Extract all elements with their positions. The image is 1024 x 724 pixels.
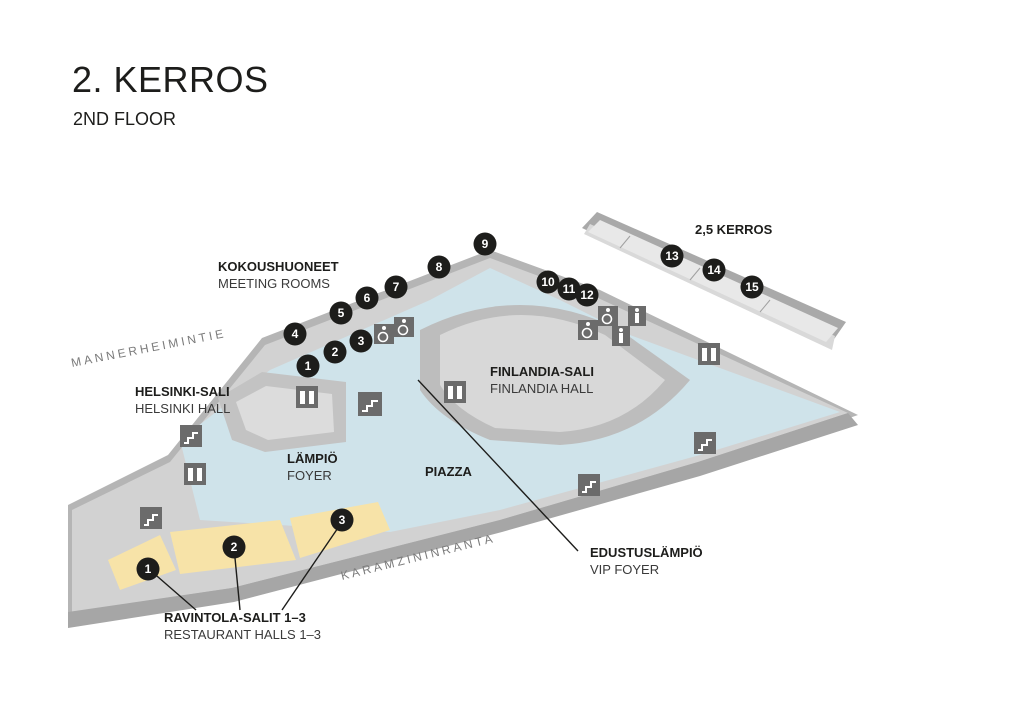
wheelchair-icon <box>394 317 414 337</box>
stairs-icon <box>694 432 716 454</box>
meeting-rooms-label-fi: KOKOUSHUONEET <box>218 259 339 274</box>
meeting-room-badge-number: 9 <box>482 237 489 251</box>
restaurant-hall-badge-3: 3 <box>330 508 354 532</box>
restaurant-hall-badge-1: 1 <box>136 557 160 581</box>
finlandia-hall-label-en: FINLANDIA HALL <box>490 381 593 396</box>
vip-foyer-leader <box>417 379 579 552</box>
meeting-room-badge-15: 15 <box>740 275 764 299</box>
meeting-room-badge-number: 5 <box>338 306 345 320</box>
meeting-room-badge-5: 5 <box>329 301 353 325</box>
vip-foyer-label-en: VIP FOYER <box>590 562 659 577</box>
meeting-room-badge-2: 2 <box>323 340 347 364</box>
meeting-room-badge-number: 4 <box>292 327 299 341</box>
front-facade <box>68 413 858 628</box>
meeting-room-badge-number: 8 <box>436 260 443 274</box>
helsinki-hall-label-fi: HELSINKI-SALI <box>135 384 230 399</box>
meeting-room-badge-7: 7 <box>384 275 408 299</box>
restaurant-halls-label-en: RESTAURANT HALLS 1–3 <box>164 627 321 642</box>
restroom-icon <box>628 306 646 326</box>
restaurant-halls-label-fi: RAVINTOLA-SALIT 1–3 <box>164 610 306 625</box>
meeting-room-badge-number: 12 <box>580 288 594 302</box>
elevator-icon <box>296 386 318 408</box>
vip-foyer-label-fi: EDUSTUSLÄMPIÖ <box>590 545 703 560</box>
elevator-icon <box>444 381 466 403</box>
restaurant-hall-badge-number: 2 <box>231 540 238 554</box>
meeting-room-badge-number: 3 <box>358 334 365 348</box>
restaurant-hall-badge-number: 1 <box>145 562 152 576</box>
street-mannerheimintie: MANNERHEIMINTIE <box>70 326 227 370</box>
meeting-room-badge-4: 4 <box>283 322 307 346</box>
page-subtitle: 2ND FLOOR <box>73 109 177 129</box>
foyer-label-en: FOYER <box>287 468 332 483</box>
page-title: 2. KERROS <box>72 59 269 100</box>
elevator-icon <box>184 463 206 485</box>
stairs-icon <box>180 425 202 447</box>
restaurant-hall-badge-number: 3 <box>339 513 346 527</box>
mezzanine-label: 2,5 KERROS <box>695 222 773 237</box>
meeting-room-badge-number: 6 <box>364 291 371 305</box>
wheelchair-icon <box>374 324 394 344</box>
meeting-room-badge-11: 11 <box>557 277 581 301</box>
meeting-room-badge-8: 8 <box>427 255 451 279</box>
meeting-room-badge-1: 1 <box>296 354 320 378</box>
wheelchair-icon <box>598 306 618 326</box>
meeting-room-badge-number: 1 <box>305 359 312 373</box>
meeting-room-badge-12: 12 <box>575 283 599 307</box>
restaurant-hall-badge-2: 2 <box>222 535 246 559</box>
stairs-icon <box>578 474 600 496</box>
elevator-icon <box>698 343 720 365</box>
restaurant-leader-2 <box>234 557 241 611</box>
meeting-room-badge-number: 13 <box>665 249 679 263</box>
restaurant-leader-1 <box>149 569 197 611</box>
meeting-room-badge-6: 6 <box>355 286 379 310</box>
piazza-label: PIAZZA <box>425 464 473 479</box>
restaurant-hall-badges: 1 2 3 <box>136 508 354 581</box>
finlandia-hall-label-fi: FINLANDIA-SALI <box>490 364 594 379</box>
restroom-icon <box>612 326 630 346</box>
wheelchair-icon <box>578 320 598 340</box>
restaurant-leader-3 <box>281 521 343 611</box>
foyer-label-fi: LÄMPIÖ <box>287 451 338 466</box>
helsinki-hall-label-en: HELSINKI HALL <box>135 401 230 416</box>
meeting-room-badge-3: 3 <box>349 329 373 353</box>
stairs-icon <box>140 507 162 529</box>
meeting-room-badge-number: 2 <box>332 345 339 359</box>
stairs-icon <box>358 392 382 416</box>
meeting-room-badge-number: 14 <box>707 263 721 277</box>
meeting-room-badge-number: 7 <box>393 280 400 294</box>
meeting-room-badge-number: 11 <box>563 282 576 296</box>
meeting-room-badge-9: 9 <box>473 232 497 256</box>
meeting-room-badge-13: 13 <box>660 244 684 268</box>
meeting-room-badge-number: 15 <box>745 280 759 294</box>
meeting-room-badge-number: 10 <box>541 275 555 289</box>
meeting-rooms-label-en: MEETING ROOMS <box>218 276 330 291</box>
meeting-room-badge-14: 14 <box>702 258 726 282</box>
meeting-room-badge-10: 10 <box>536 270 560 294</box>
